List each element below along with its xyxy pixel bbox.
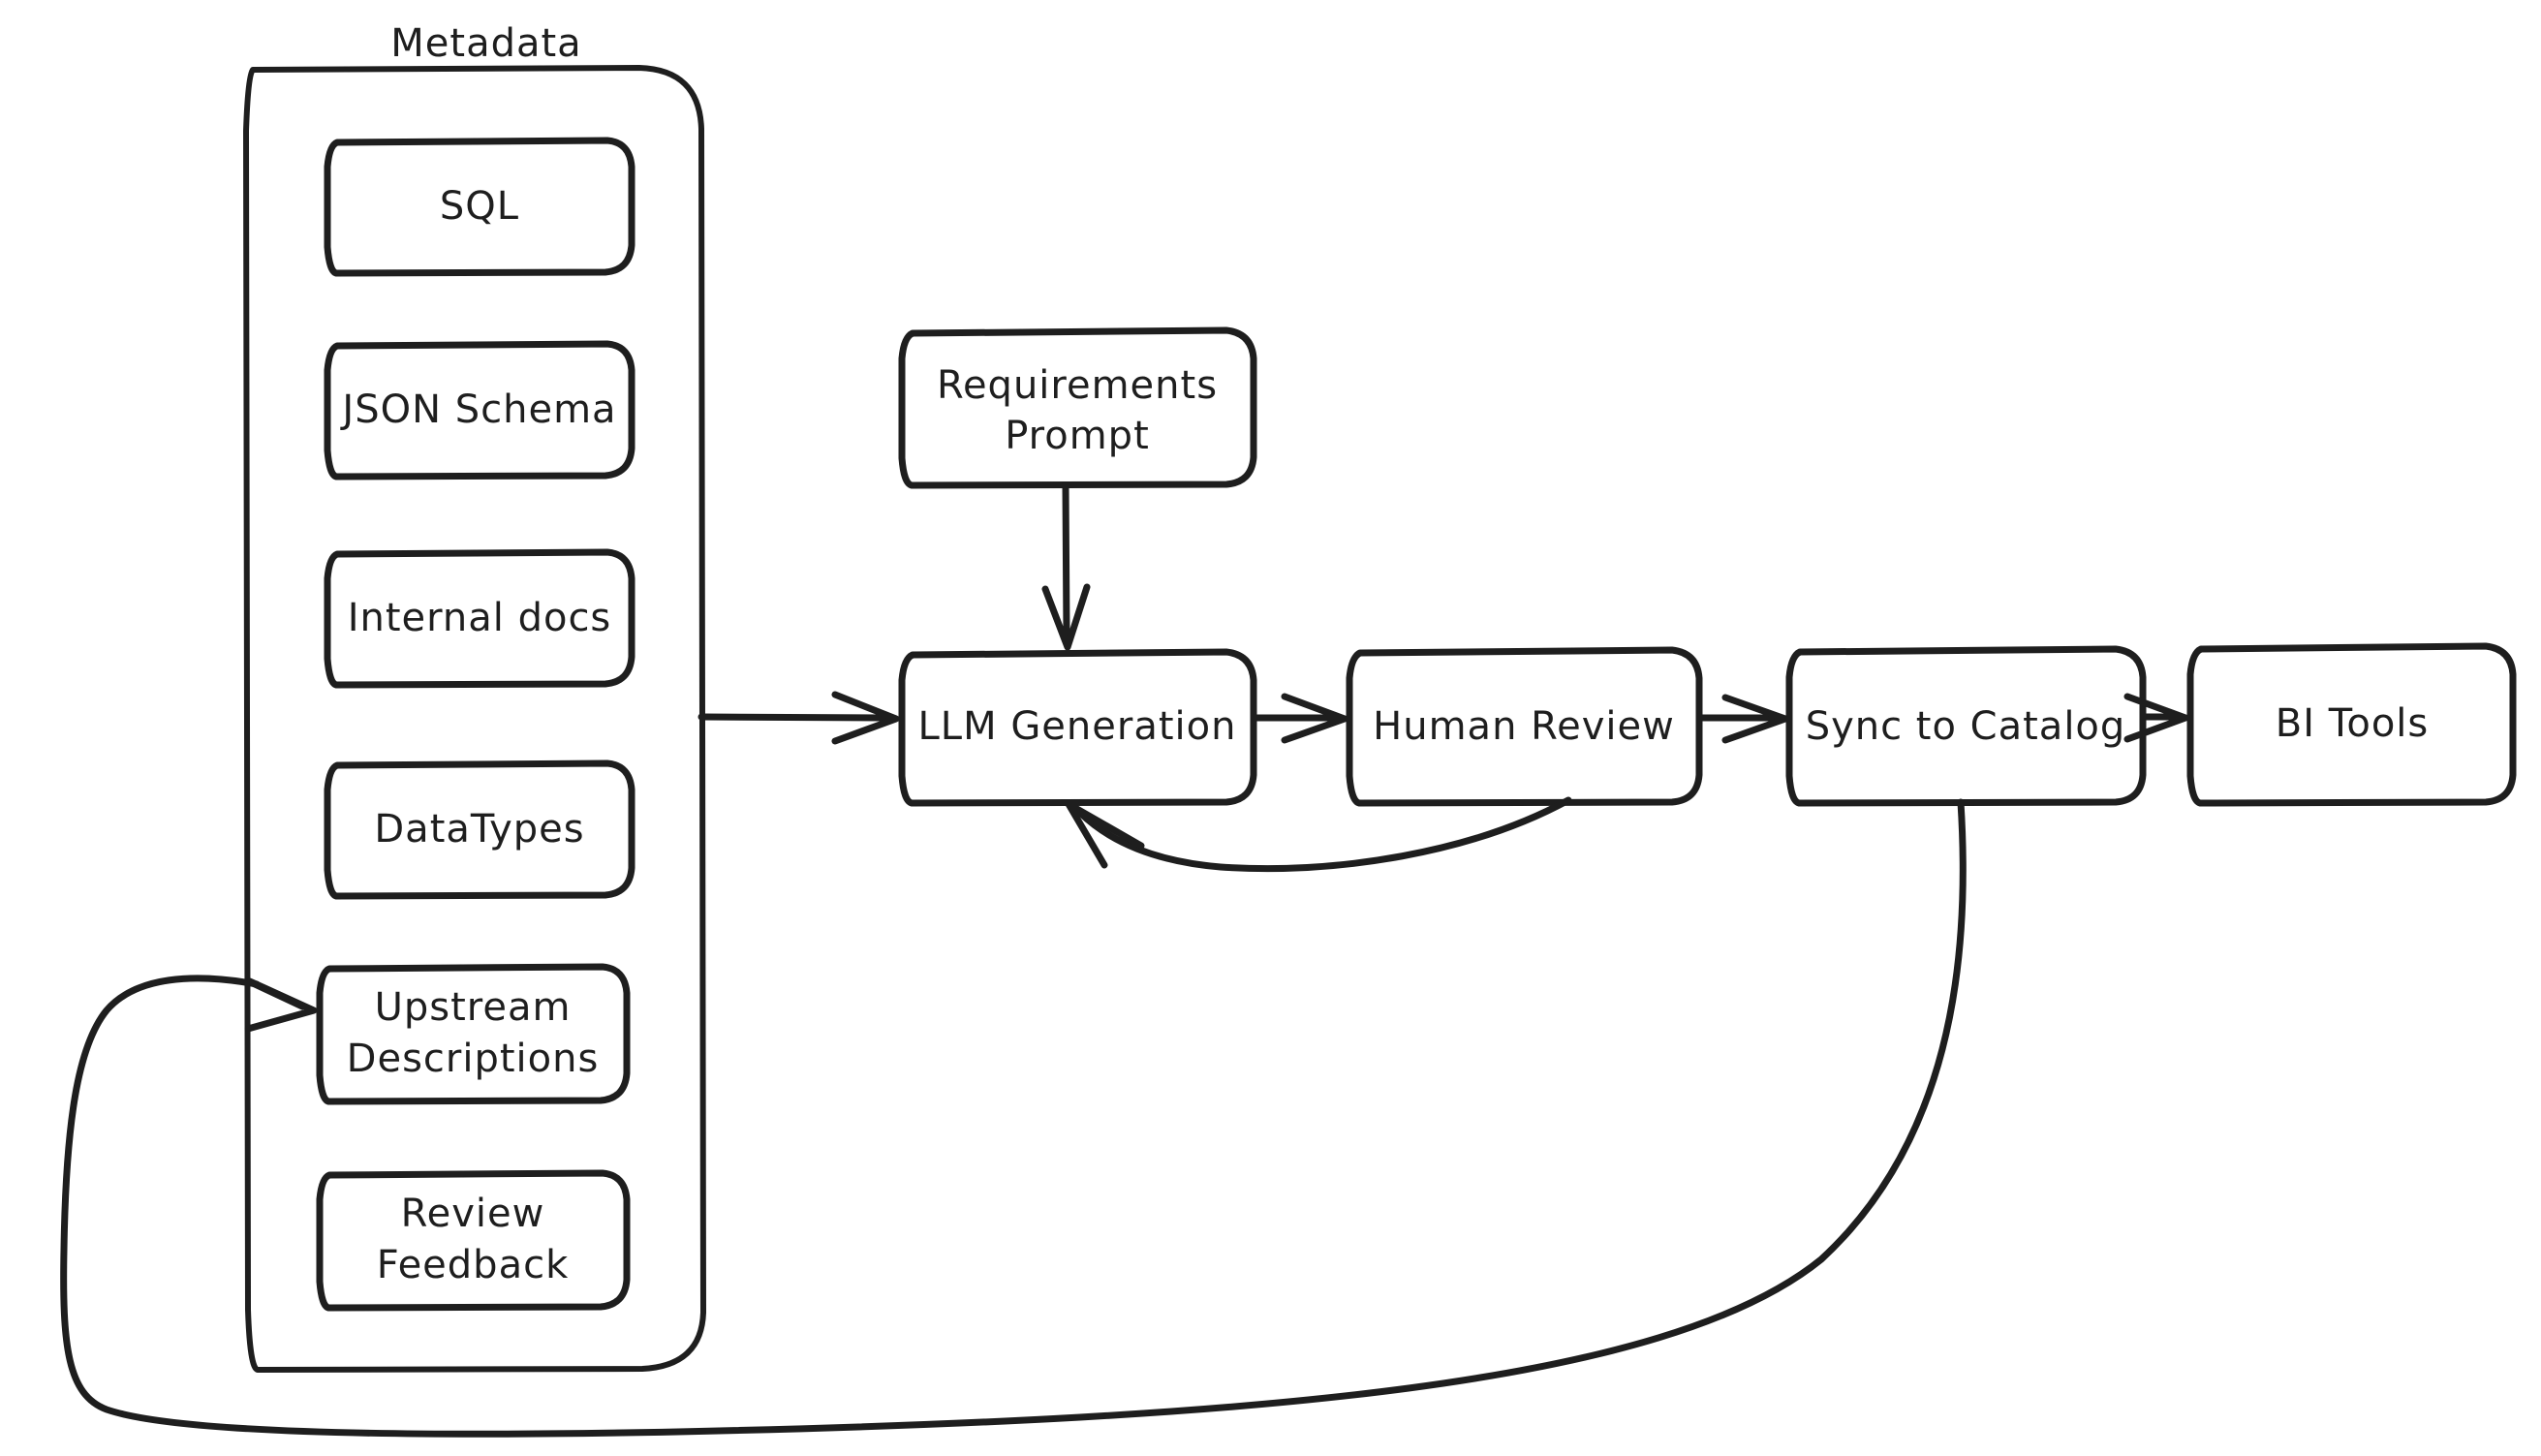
edge-arrowhead — [244, 977, 318, 1033]
edge-arrowhead — [1041, 583, 1091, 651]
node-bi-tools[interactable]: BI Tools — [2186, 642, 2517, 807]
edge-llm-generation-to-human-review — [1250, 693, 1348, 744]
metadata-group-title: Metadata — [390, 21, 581, 66]
metadata-item-json-schema[interactable]: JSON Schema — [324, 340, 635, 480]
edge-arrowhead — [1281, 693, 1348, 744]
llm-generation-label: LLM Generation — [918, 704, 1237, 749]
requirements-prompt-label-line1: Requirements — [937, 363, 1218, 408]
upstream-descriptions-label-line1: Upstream — [375, 985, 572, 1030]
sync-to-catalog-rect — [1785, 645, 2147, 807]
metadata-item-datatypes[interactable]: DataTypes — [324, 759, 635, 900]
edge-line — [1076, 796, 1572, 873]
edge-line — [60, 798, 1967, 1438]
upstream-descriptions-label-line2: Descriptions — [347, 1037, 600, 1081]
node-human-review[interactable]: Human Review — [1346, 646, 1703, 807]
node-sync-to-catalog[interactable]: Sync to Catalog — [1785, 645, 2147, 807]
edge-human-review-to-llm-generation-feedback — [1065, 796, 1572, 873]
sql-rect — [324, 137, 635, 277]
edge-line — [1062, 481, 1070, 638]
internal-docs-label: Internal docs — [348, 596, 612, 640]
json-schema-rect — [324, 340, 635, 480]
upstream-descriptions-rect — [316, 963, 631, 1105]
internal-docs-rect — [324, 548, 635, 689]
edge-arrowhead — [831, 691, 900, 745]
sync-to-catalog-label: Sync to Catalog — [1806, 704, 2126, 749]
bi-tools-rect — [2186, 642, 2517, 807]
datatypes-label: DataTypes — [374, 807, 584, 852]
edge-arrowhead — [1065, 800, 1145, 869]
node-requirements-prompt[interactable]: Requirements Prompt — [898, 326, 1257, 489]
edge-requirements-prompt-to-llm-generation — [1041, 481, 1091, 651]
metadata-item-sql[interactable]: SQL — [324, 137, 635, 277]
requirements-prompt-label-line2: Prompt — [1005, 414, 1150, 458]
edge-sync-to-catalog-to-upstream-descriptions — [60, 798, 1967, 1438]
metadata-item-internal-docs[interactable]: Internal docs — [324, 548, 635, 689]
human-review-rect — [1346, 646, 1703, 807]
json-schema-label: JSON Schema — [339, 387, 616, 432]
edge-human-review-to-sync-to-catalog — [1695, 694, 1789, 744]
review-feedback-label-line1: Review — [401, 1192, 545, 1236]
edge-arrowhead — [2123, 693, 2189, 743]
node-llm-generation[interactable]: LLM Generation — [898, 648, 1257, 807]
metadata-item-upstream-descriptions[interactable]: Upstream Descriptions — [316, 963, 631, 1105]
sql-label: SQL — [440, 184, 519, 229]
edge-metadata-to-llm-generation — [697, 691, 900, 745]
edge-sync-to-catalog-to-bi-tools — [2123, 693, 2189, 743]
review-feedback-label-line2: Feedback — [377, 1243, 570, 1287]
bi-tools-label: BI Tools — [2276, 701, 2430, 746]
review-feedback-rect — [316, 1169, 631, 1312]
human-review-label: Human Review — [1373, 704, 1675, 749]
edge-arrowhead — [1721, 694, 1789, 744]
metadata-item-review-feedback[interactable]: Review Feedback — [316, 1169, 631, 1312]
llm-generation-rect — [898, 648, 1257, 807]
datatypes-rect — [324, 759, 635, 900]
requirements-prompt-rect — [898, 326, 1257, 489]
edge-line — [697, 713, 887, 722]
